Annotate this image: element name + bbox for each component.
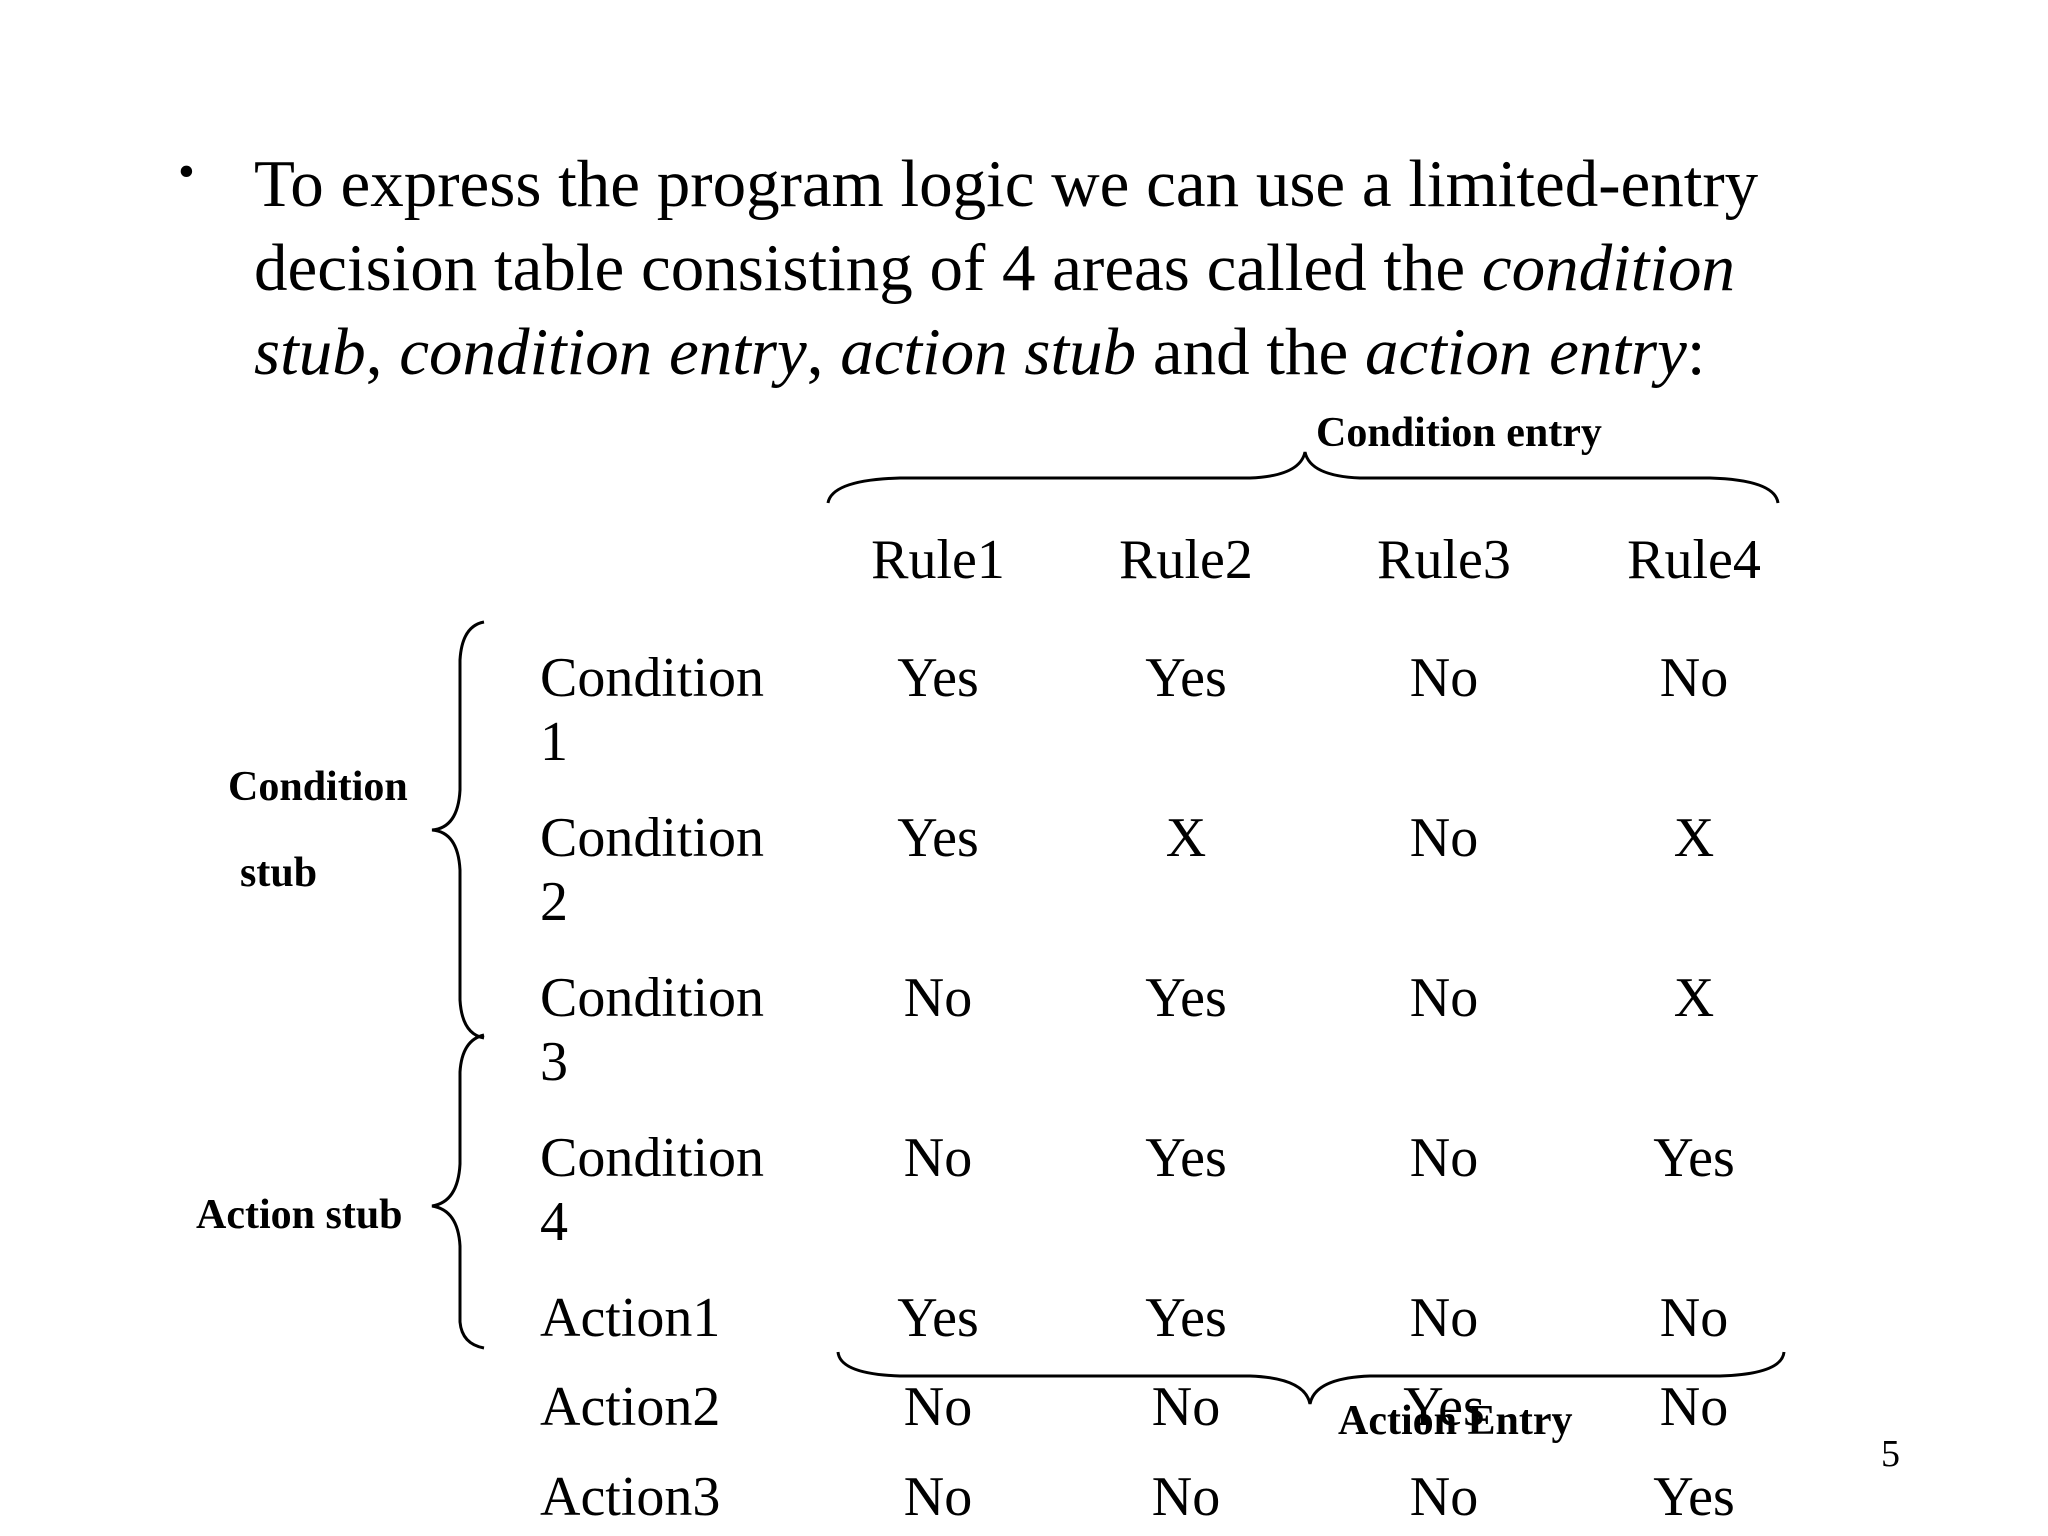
condition-entry-cell: X [1673,967,1715,1029]
condition-entry-cell: No [1409,647,1479,709]
action-entry-cell: Yes [1653,1466,1735,1528]
action-entry-cell: No [1409,1287,1479,1349]
action-stub-cell: Action1 [540,1287,721,1349]
intro-text: , [806,315,841,389]
condition-entry-cell: Yes [1653,1127,1735,1189]
action-entry-cell: Yes [1403,1376,1485,1438]
action-entry-cell: No [1151,1376,1221,1438]
intro-italic-term: action entry [1364,315,1687,389]
intro-text: , [365,315,400,389]
action-entry-cell: No [1659,1287,1729,1349]
condition-stub-cell: Condition 2 [540,807,765,933]
condition-stub-brace [431,620,485,1040]
action-entry-cell: Yes [1145,1287,1227,1349]
condition-entry-cell: X [1165,807,1207,869]
rule-header: Rule3 [1377,529,1511,591]
bullet-icon: • [178,145,195,198]
intro-italic-term: condition entry [399,315,807,389]
condition-entry-cell: Yes [1145,647,1227,709]
action-stub-cell: Action2 [540,1376,721,1438]
action-stub-cell: Action3 [540,1466,721,1528]
condition-entry-cell: X [1673,807,1715,869]
condition-entry-cell: No [903,967,973,1029]
condition-entry-cell: No [903,1127,973,1189]
action-entry-brace [836,1351,1786,1405]
intro-italic-term: condition stub [254,231,1736,389]
intro-text: To express the program logic we can use … [254,147,1759,305]
condition-stub-cell: Condition 1 [540,647,765,773]
intro-italic-term: action stub [840,315,1137,389]
action-stub-brace [431,1033,485,1350]
rule-header: Rule2 [1119,529,1253,591]
condition-entry-cell: Yes [897,647,979,709]
action-entry-cell: No [903,1376,973,1438]
condition-stub-label-line1: Condition [228,764,408,810]
action-entry-cell: No [903,1466,973,1528]
condition-entry-cell: No [1409,967,1479,1029]
action-entry-cell: No [1151,1466,1221,1528]
rule-header: Rule4 [1627,529,1761,591]
condition-entry-brace [826,451,1780,504]
condition-stub-label-line2: stub [240,850,318,896]
condition-stub-cell: Condition 4 [540,1127,765,1253]
intro-text: and the [1136,315,1365,389]
condition-entry-cell: Yes [897,807,979,869]
action-entry-cell: No [1659,1376,1729,1438]
action-entry-cell: No [1409,1466,1479,1528]
action-stub-label: Action stub [196,1192,403,1238]
condition-entry-cell: Yes [1145,1127,1227,1189]
intro-paragraph: To express the program logic we can use … [254,142,1874,394]
condition-entry-label: Condition entry [1316,410,1602,456]
page-number: 5 [1881,1433,1900,1475]
condition-entry-cell: No [1409,1127,1479,1189]
intro-text: : [1686,315,1706,389]
rule-header: Rule1 [871,529,1005,591]
condition-entry-cell: Yes [1145,967,1227,1029]
condition-stub-cell: Condition 3 [540,967,765,1093]
action-entry-cell: Yes [897,1287,979,1349]
condition-entry-cell: No [1659,647,1729,709]
action-entry-label: Action Entry [1338,1398,1573,1444]
condition-entry-cell: No [1409,807,1479,869]
